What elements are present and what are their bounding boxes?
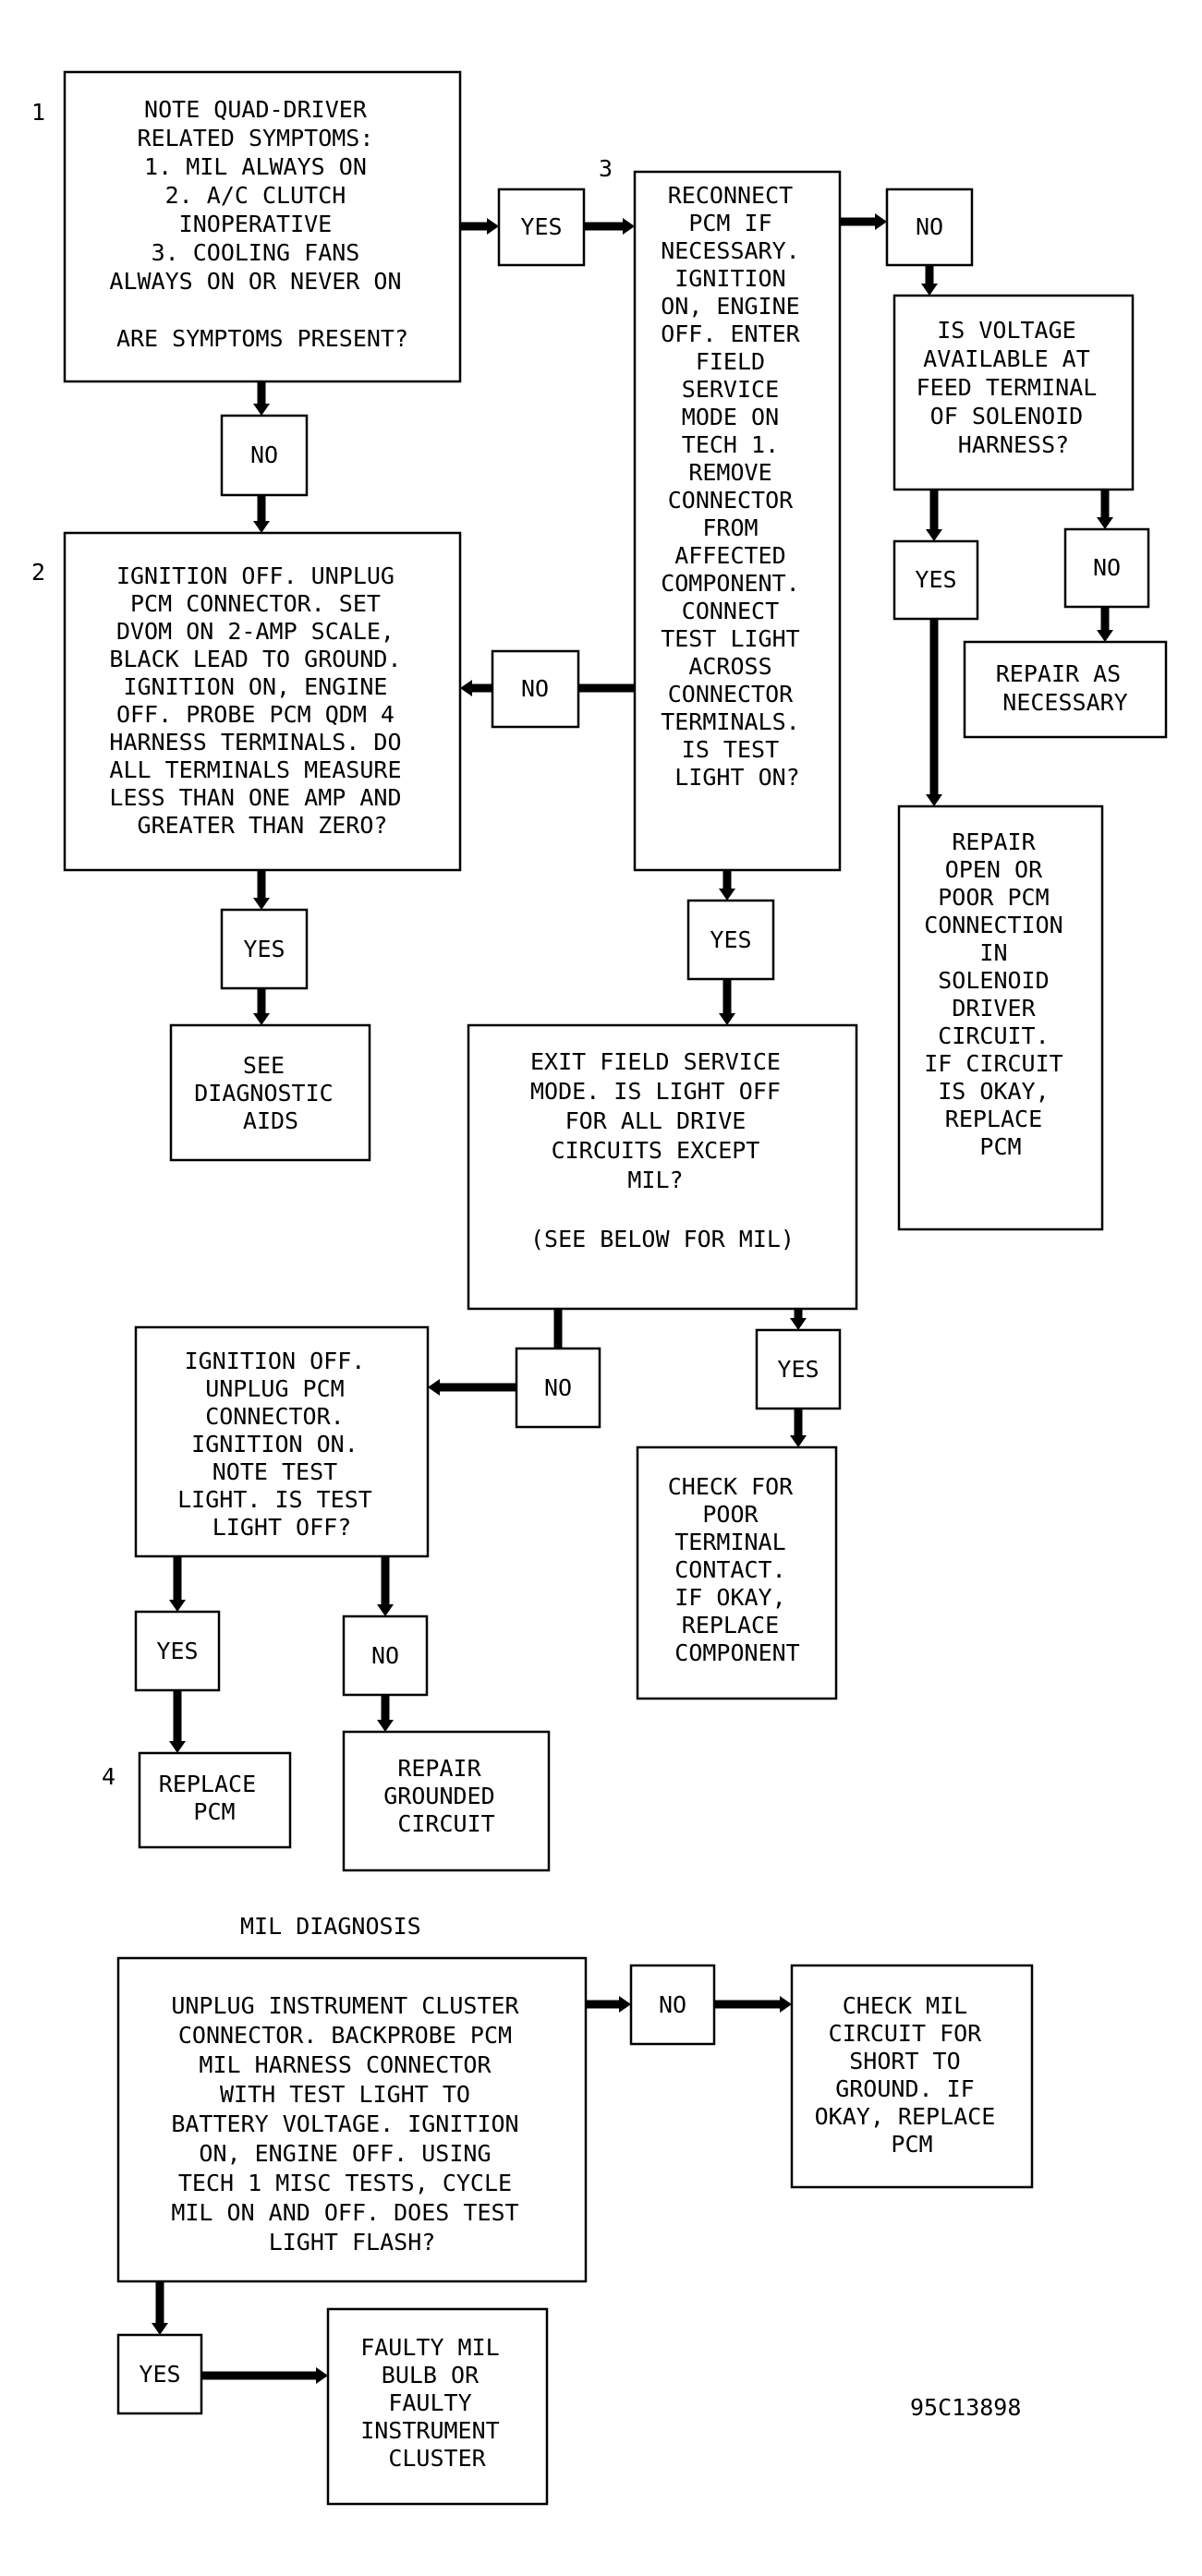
decision-label-yes: YES [777,1356,819,1383]
decision-box-yes [116,2333,203,2415]
check-mil-circuit-box [790,1964,1034,2189]
step-number: 3 [599,155,613,182]
step-number: 1 [31,99,45,126]
step-3-text: RECONNECT PCM IF NECESSARY. IGNITION ON,… [661,182,814,791]
repair-as-necessary-box [963,640,1168,739]
step-1-box [63,70,462,383]
decision-box-yes [497,187,586,267]
step-3-box [633,170,842,872]
decision-label-yes: YES [710,926,751,953]
step-number: 2 [31,559,45,586]
decision-box-yes [220,908,309,990]
decision-label-no: NO [916,213,943,240]
decision-box-no [220,414,309,497]
section-title: MIL DIAGNOSIS [240,1913,421,1940]
exit-field-service-text: EXIT FIELD SERVICE MODE. IS LIGHT OFF FO… [530,1048,795,1252]
decision-label-yes: YES [243,936,285,962]
decision-box-no [342,1615,429,1697]
decision-box-yes [892,539,979,621]
step-4-test-box [134,1325,430,1558]
decision-label-yes: YES [156,1638,198,1664]
replace-pcm-text: REPLACE PCM [159,1771,270,1825]
decision-box-no [885,187,974,267]
decision-label-yes: YES [139,2361,180,2388]
exit-field-service-box [467,1023,858,1311]
decision-box-no [1063,527,1150,609]
voltage-check-box [892,294,1135,491]
replace-pcm-box [138,1751,292,1849]
connector-lines [152,213,1113,2384]
repair-open-box [897,804,1104,1231]
decision-label-no: NO [659,1991,686,2018]
step-1-text: NOTE QUAD-DRIVER RELATED SYMPTOMS: 1. MI… [109,96,415,352]
step-number: 4 [102,1763,115,1790]
mil-test-text: UNPLUG INSTRUMENT CLUSTER CONNECTOR. BAC… [171,1992,532,2256]
decision-label-yes: YES [520,213,562,240]
figure-code: 95C13898 [910,2394,1021,2421]
step-2-text: IGNITION OFF. UNPLUG PCM CONNECTOR. SET … [109,562,415,839]
check-mil-circuit-text: CHECK MIL CIRCUIT FOR SHORT TO GROUND. I… [815,1992,1010,2158]
check-terminal-box [636,1445,838,1700]
decision-label-no: NO [250,441,278,468]
decision-label-no: NO [371,1642,399,1669]
repair-grounded-box [342,1730,551,1872]
decision-box-yes [686,899,775,981]
voltage-check-text: IS VOLTAGE AVAILABLE AT FEED TERMINAL OF… [917,317,1111,458]
faulty-mil-text: FAULTY MIL BULB OR FAULTY INSTRUMENT CLU… [360,2334,514,2472]
mil-test-box [116,1956,588,2283]
decision-label-yes: YES [915,566,956,593]
decision-label-no: NO [544,1374,572,1401]
diagnostic-aids-box [169,1023,371,1162]
step-4-test-text: IGNITION OFF. UNPLUG PCM CONNECTOR. IGNI… [177,1348,386,1541]
faulty-mil-box [326,2307,549,2506]
step-2-box [63,531,462,872]
diagnostic-aids-text: SEE DIAGNOSTIC AIDS [194,1052,347,1134]
repair-as-necessary-text: REPAIR AS NECESSARY [996,660,1135,716]
decision-box-no [629,1964,716,2046]
repair-grounded-text: REPAIR GROUNDED CIRCUIT [383,1755,508,1837]
check-terminal-text: CHECK FOR POOR TERMINAL CONTACT. IF OKAY… [668,1473,807,1666]
decision-label-no: NO [521,675,549,702]
decision-label-no: NO [1093,554,1121,581]
decision-box-yes [134,1610,221,1692]
repair-open-text: REPAIR OPEN OR POOR PCM CONNECTION IN SO… [924,828,1077,1160]
